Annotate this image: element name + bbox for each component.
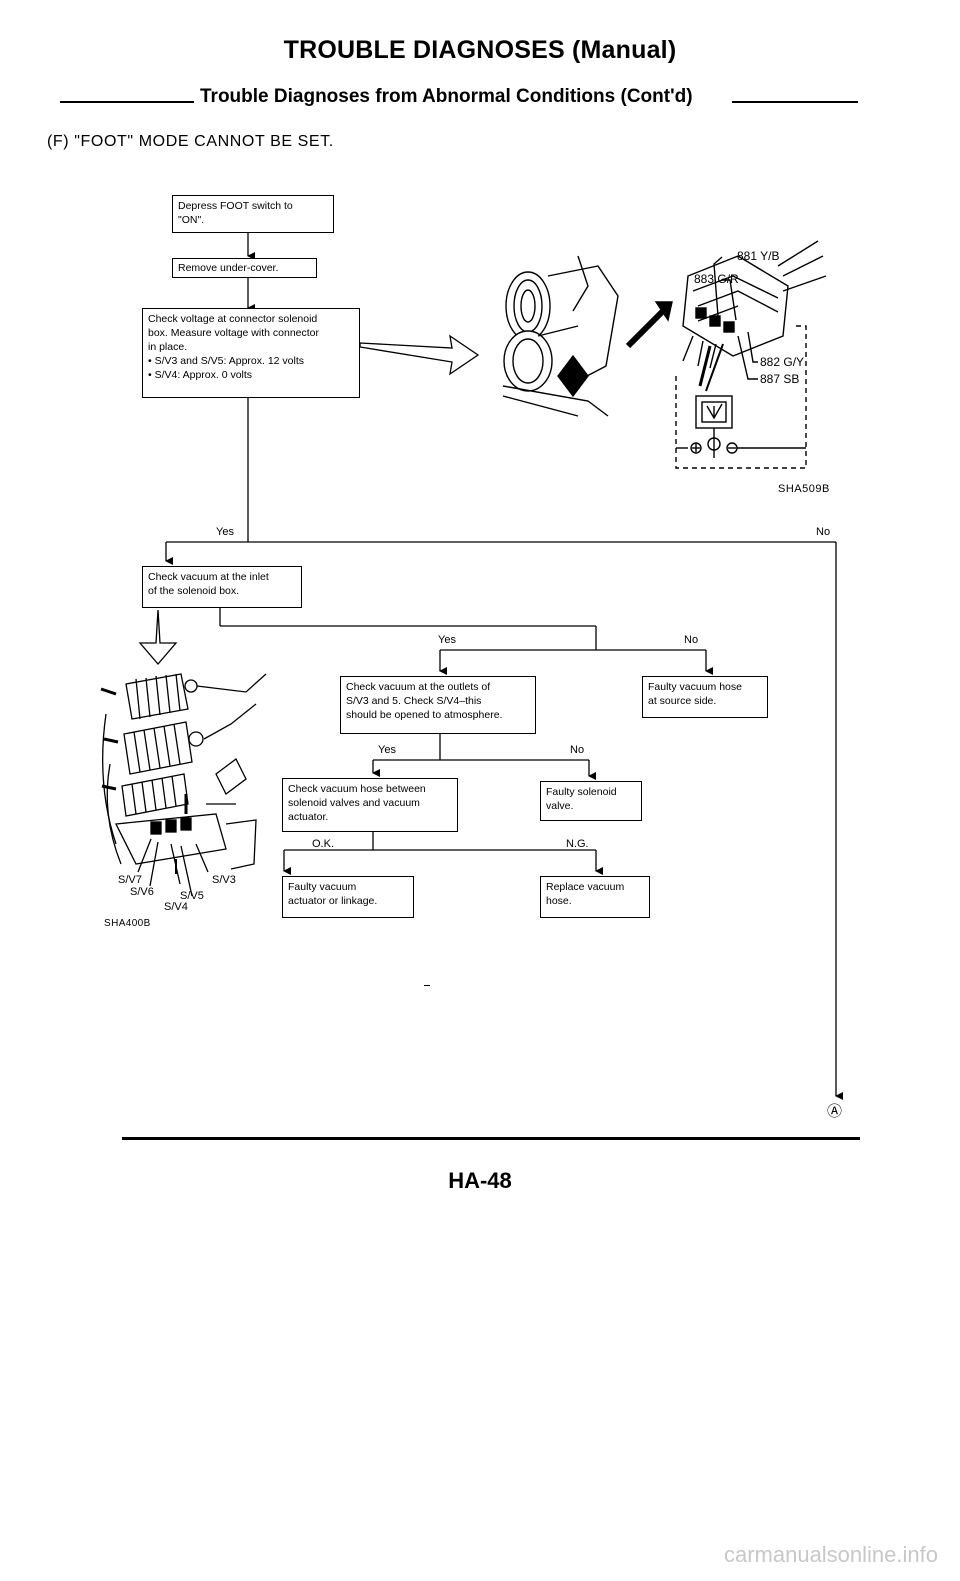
- subtitle-rule-left: [60, 101, 194, 103]
- hollow-arrow-down-icon: [138, 609, 178, 665]
- page-subtitle: Trouble Diagnoses from Abnormal Conditio…: [200, 86, 693, 107]
- valve-label-sv6: S/V6: [130, 886, 154, 898]
- step-depress-foot-switch: Depress FOOT switch to "ON".: [172, 195, 334, 233]
- valve-label-sv4: S/V4: [164, 901, 188, 913]
- valve-label-sv7: S/V7: [118, 874, 142, 886]
- step-text: box. Measure voltage with connector: [148, 327, 320, 339]
- wire-label: 883 G/R: [694, 272, 739, 286]
- branch-no-label: No: [684, 634, 699, 646]
- step-text: Depress FOOT switch to: [178, 200, 293, 212]
- connector-voltage-diagram: [502, 240, 827, 469]
- step-replace-vacuum-hose: Replace vacuum hose.: [540, 876, 650, 918]
- branch-yes-label: Yes: [438, 634, 456, 646]
- figure-code: SHA509B: [778, 483, 830, 495]
- branch-yes-label: Yes: [216, 526, 234, 538]
- subtitle-rule-right: [732, 101, 858, 103]
- step-check-vacuum-hose-between: Check vacuum hose between solenoid valve…: [282, 778, 458, 832]
- step-text: actuator or linkage.: [288, 895, 378, 907]
- step-text: Check voltage at connector solenoid: [148, 313, 318, 325]
- step-text: Faulty solenoid: [546, 786, 617, 798]
- step-text: hose.: [546, 895, 572, 907]
- step-text: Check vacuum at the outlets of: [346, 681, 491, 693]
- page-number: HA-48: [448, 1168, 512, 1193]
- hollow-arrow-right-icon: [359, 334, 480, 376]
- branch-ng-label: N.G.: [566, 838, 589, 850]
- step-faulty-solenoid-valve: Faulty solenoid valve.: [540, 781, 642, 821]
- section-title: (F) "FOOT" MODE CANNOT BE SET.: [47, 133, 334, 150]
- wire-label: 882 G/Y: [760, 355, 805, 369]
- step-text: S/V3 and 5. Check S/V4–this: [346, 695, 482, 707]
- step-text: in place.: [148, 341, 188, 353]
- valve-label-sv3: S/V3: [212, 874, 236, 886]
- step-check-vacuum-inlet: Check vacuum at the inlet of the solenoi…: [142, 566, 302, 608]
- step-text: Faulty vacuum hose: [648, 681, 742, 693]
- branch-ok-label: O.K.: [312, 838, 335, 850]
- stray-mark: [424, 985, 430, 986]
- connector-a-icon: Ⓐ: [827, 1103, 843, 1120]
- step-remove-under-cover: Remove under-cover.: [172, 258, 317, 278]
- step-text: of the solenoid box.: [148, 585, 240, 597]
- step-text: Check vacuum hose between: [288, 783, 426, 795]
- footer-rule: [122, 1137, 860, 1140]
- step-text: actuator.: [288, 811, 329, 823]
- branch-no-label: No: [816, 526, 831, 538]
- wire-label: 881 Y/B: [737, 249, 780, 263]
- step-faulty-vacuum-actuator: Faulty vacuum actuator or linkage.: [282, 876, 414, 918]
- watermark: carmanualsonline.info: [723, 1542, 938, 1567]
- step-text: valve.: [546, 800, 574, 812]
- page-title: TROUBLE DIAGNOSES (Manual): [283, 36, 677, 64]
- step-text: • S/V4: Approx. 0 volts: [148, 369, 253, 381]
- branch-no-label: No: [570, 744, 585, 756]
- solenoid-box-diagram: [100, 673, 267, 897]
- step-text: • S/V3 and S/V5: Approx. 12 volts: [148, 355, 305, 367]
- figure-code: SHA400B: [104, 918, 151, 929]
- valve-label-sv5: S/V5: [180, 890, 204, 902]
- step-text: Faulty vacuum: [288, 881, 357, 893]
- step-faulty-vacuum-hose-source: Faulty vacuum hose at source side.: [642, 676, 768, 718]
- step-text: at source side.: [648, 695, 717, 707]
- step-text: solenoid valves and vacuum: [288, 797, 420, 809]
- step-text: Replace vacuum: [546, 881, 625, 893]
- branch-yes-label: Yes: [378, 744, 396, 756]
- step-text: Check vacuum at the inlet: [148, 571, 269, 583]
- step-check-vacuum-outlets: Check vacuum at the outlets of S/V3 and …: [340, 676, 536, 734]
- step-text: Remove under-cover.: [178, 262, 279, 274]
- step-text: should be opened to atmosphere.: [346, 709, 503, 721]
- step-text: "ON".: [178, 214, 205, 226]
- step-check-voltage: Check voltage at connector solenoid box.…: [142, 308, 360, 398]
- wire-label: 887 SB: [760, 372, 800, 386]
